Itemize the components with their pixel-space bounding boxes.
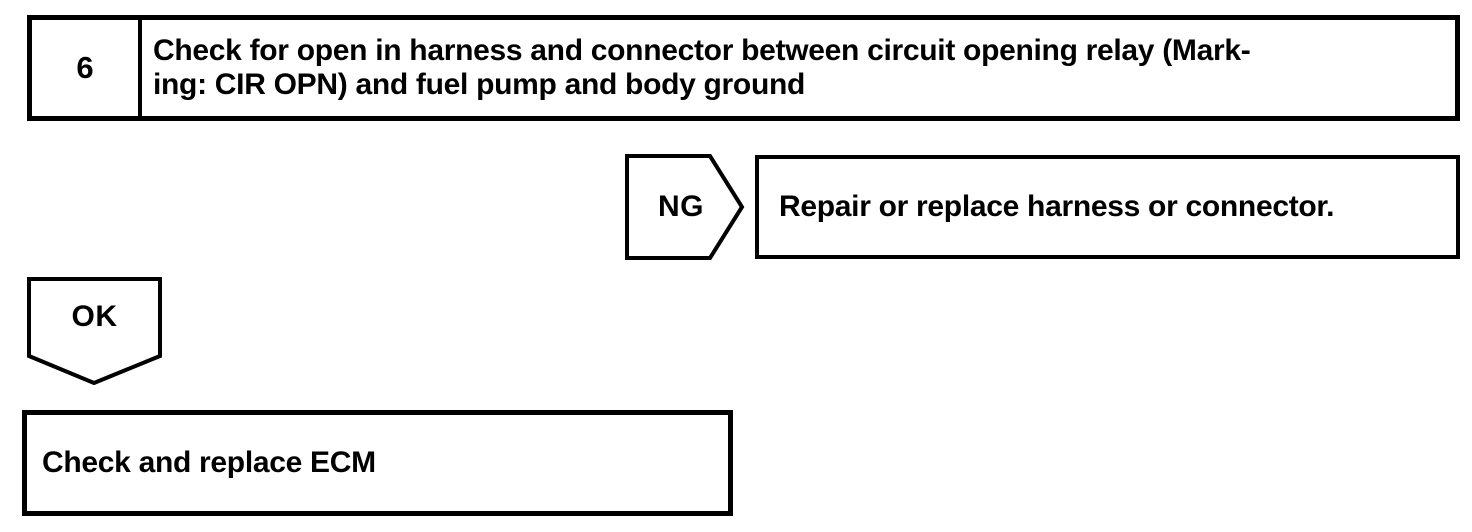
ng-label: NG (658, 190, 704, 223)
ng-action-text: Repair or replace harness or connector. (779, 190, 1335, 223)
step-instruction: Check for open in harness and connector … (142, 20, 1455, 116)
down-arrow-pentagon-icon (27, 277, 162, 385)
ok-action-box: Check and replace ECM (22, 410, 733, 516)
ng-action-box: Repair or replace harness or connector. (755, 155, 1460, 259)
ok-label: OK (71, 300, 118, 333)
step-instruction-line-1: Check for open in harness and connector … (153, 34, 1251, 67)
right-arrow-pentagon-icon (625, 154, 745, 260)
step-instruction-line-2: ing: CIR OPN) and fuel pump and body gro… (153, 68, 806, 101)
ok-action-text: Check and replace ECM (42, 446, 376, 479)
ok-connector: OK (27, 277, 162, 385)
step-box: 6 Check for open in harness and connecto… (27, 15, 1460, 121)
step-number: 6 (32, 20, 142, 116)
ng-connector: NG (625, 154, 745, 260)
